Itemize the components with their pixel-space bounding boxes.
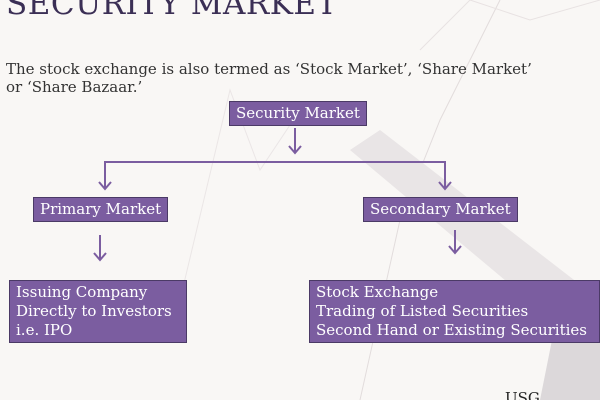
- intro-line-2: or ‘Share Bazaar.’: [6, 78, 143, 96]
- detail-item: i.e. IPO: [16, 321, 73, 339]
- detail-item: Stock Exchange: [316, 283, 439, 301]
- intro-line-1: The stock exchange is also termed as ‘St…: [6, 60, 532, 78]
- security-market-box: Security Market: [229, 101, 367, 126]
- intro-text: The stock exchange is also termed as ‘St…: [6, 60, 596, 96]
- slide-title: SECURITY MARKET: [6, 0, 338, 22]
- primary-market-box: Primary Market: [33, 197, 169, 222]
- detail-item: Issuing Company: [16, 283, 148, 301]
- secondary-market-box: Secondary Market: [363, 197, 518, 222]
- detail-item: Directly to Investors: [16, 302, 172, 320]
- footer-text: USG: [505, 389, 540, 400]
- primary-details-box: Issuing Company Directly to Investors i.…: [9, 280, 187, 343]
- detail-item: Trading of Listed Securities: [316, 302, 529, 320]
- secondary-details-box: Stock Exchange Trading of Listed Securit…: [309, 280, 600, 343]
- detail-item: Second Hand or Existing Securities: [316, 321, 587, 339]
